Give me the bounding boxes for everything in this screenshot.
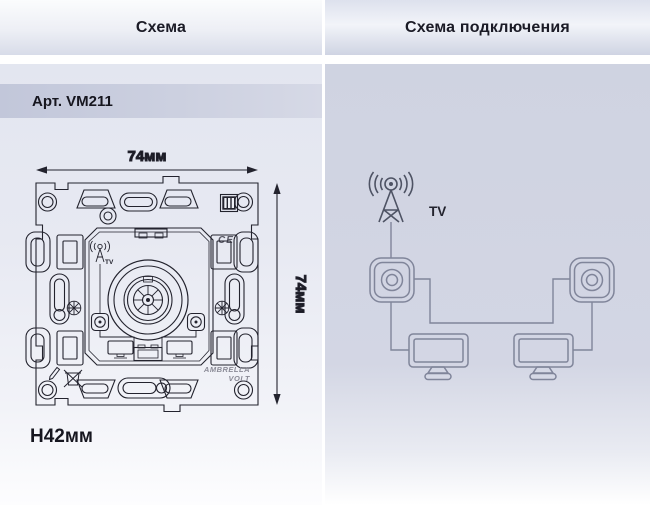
article-bar: Арт. VM211 [0,84,322,118]
module-tv-output-icons [107,340,193,359]
top-fixing-slots [76,189,199,225]
tv-socket-right [569,257,615,303]
scheme-panel: Арт. VM211 74мм 74мм [0,64,322,505]
brand-text-line1: AMBRELLA [203,365,250,374]
mechanism-drawing: 74мм 74мм [25,147,310,413]
module-antenna-icon [90,240,110,313]
terminal-screws [90,312,206,348]
antenna-tv-label: TV [429,204,446,219]
coax-connector [107,259,189,341]
kidney-slots [49,273,245,325]
antenna-icon [368,171,414,223]
eac-mark [219,193,239,213]
adjuster-screws [66,300,230,316]
connection-header-label: Схема подключения [405,18,570,36]
side-claws [25,231,259,369]
cable-lines [390,222,593,351]
height-dimension-label: 74мм [292,275,309,314]
connection-header: Схема подключения [325,0,650,55]
depth-dimension-label: Н42мм [30,426,93,447]
scheme-header-label: Схема [135,18,187,36]
tv-socket-left [369,257,415,303]
tv-monitor-left [408,333,469,381]
do-not-dispose-icon [63,369,83,388]
bottom-fixing-slots [76,377,199,399]
module-body [84,227,214,366]
brand-text-line2: VOLT [229,374,251,383]
pencil-icon [48,366,61,381]
mounting-plate [35,175,259,413]
width-dimension-label: 74мм [128,148,167,165]
terminal-block [133,344,163,362]
article-label: Арт. VM211 [32,92,113,110]
dimension-width [36,166,258,174]
connection-diagram: TV [368,171,615,381]
module-tv-label: TV [105,259,114,266]
connection-panel: TV [325,64,650,505]
tv-monitor-right [513,333,574,381]
corner-screw-holes [37,192,254,400]
scheme-header: Схема [0,0,322,55]
dimension-height [273,183,281,405]
